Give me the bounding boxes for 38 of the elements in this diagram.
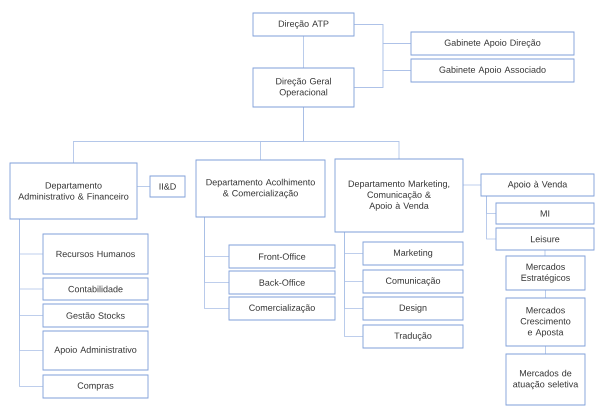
connector-line (19, 219, 43, 387)
org-box: Direção ATP (252, 12, 354, 36)
org-box: Front-Office (228, 244, 336, 268)
connector-line (354, 70, 411, 88)
org-box: Back-Office (228, 270, 336, 294)
connector-line (344, 232, 363, 337)
org-box: Apoio Administrativo (42, 330, 148, 370)
org-box: Mercados Crescimento e Aposta (506, 298, 586, 346)
org-box: Direção Geral Operacional (252, 68, 354, 108)
connector-line (545, 346, 546, 354)
org-box: Compras (42, 374, 148, 398)
org-box: Gabinete Apoio Direção (410, 32, 574, 56)
connector-line (303, 36, 304, 68)
org-box: Design (362, 296, 464, 320)
org-box: Apoio à Venda (480, 174, 594, 196)
connector-line (137, 186, 150, 187)
org-box: MI (496, 202, 594, 224)
org-box: Departamento Administrativo & Financeiro (10, 162, 138, 220)
org-box: Departamento Marketing, Comunicação & Apoio à Venda (334, 158, 464, 232)
connector-line (545, 290, 546, 298)
connector-line (303, 107, 400, 159)
org-box: Recursos Humanos (42, 234, 148, 274)
org-box: Comercialização (228, 296, 336, 320)
org-box: Mercados de atuação seletiva (506, 354, 586, 406)
org-box: Tradução (362, 324, 464, 348)
org-box: Comunicação (362, 270, 464, 294)
connector-line (544, 250, 546, 256)
org-box: Mercados Estratégicos (506, 256, 586, 290)
org-box: II&D (150, 176, 186, 198)
org-box: Leisure (496, 228, 594, 250)
org-box: Contabilidade (42, 278, 148, 300)
org-box: Marketing (362, 242, 464, 266)
org-box: Departamento Acolhimento & Comercialização (196, 160, 326, 218)
connector-line (204, 217, 229, 309)
org-box: Gabinete Apoio Associado (410, 58, 574, 82)
org-box: Gestão Stocks (42, 304, 148, 328)
connector-line (486, 196, 496, 240)
connector-line (463, 184, 481, 186)
